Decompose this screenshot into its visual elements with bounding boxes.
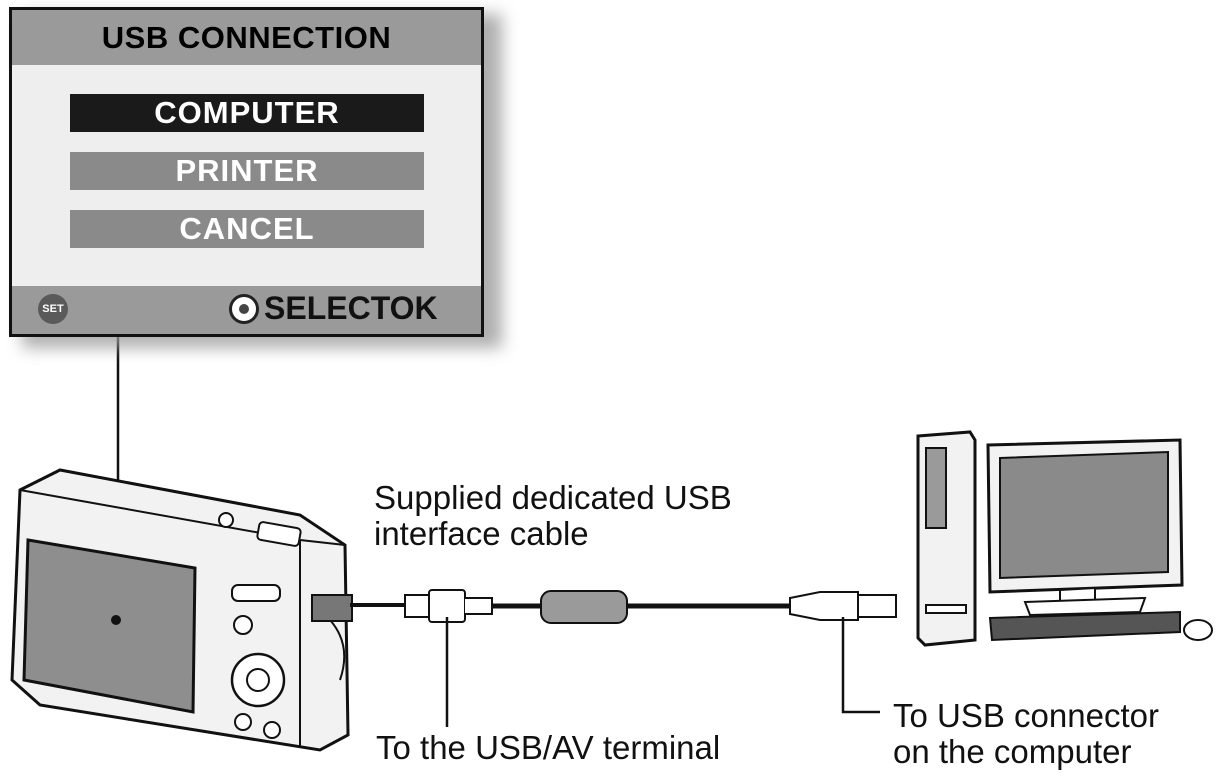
lcd-menu-panel: USB CONNECTION COMPUTER PRINTER CANCEL S… [9,7,484,337]
camera-illustration [10,468,353,752]
cable-caption: Supplied dedicated USB interface cable [374,480,732,552]
cable-caption-line2: interface cable [374,515,589,552]
menu-title: USB CONNECTION [12,10,481,65]
computer-illustration [916,430,1213,647]
cable-caption-line1: Supplied dedicated USB [374,479,732,516]
usb-cable-illustration [350,589,897,727]
select-ok-label: SELECTOK [264,290,438,326]
usb-av-terminal-caption: To the USB/AV terminal [376,729,721,766]
menu-item-computer[interactable]: COMPUTER [70,94,424,132]
usb-connector-caption: To USB connector on the computer [893,698,1159,770]
usb-connector-caption-line2: on the computer [893,733,1132,770]
dial-icon [229,294,259,324]
menu-item-printer[interactable]: PRINTER [70,152,424,190]
set-button-icon: SET [38,294,68,324]
usb-connector-caption-line1: To USB connector [893,697,1159,734]
menu-item-cancel[interactable]: CANCEL [70,210,424,248]
menu-footer: SET SELECTOK [12,286,481,334]
